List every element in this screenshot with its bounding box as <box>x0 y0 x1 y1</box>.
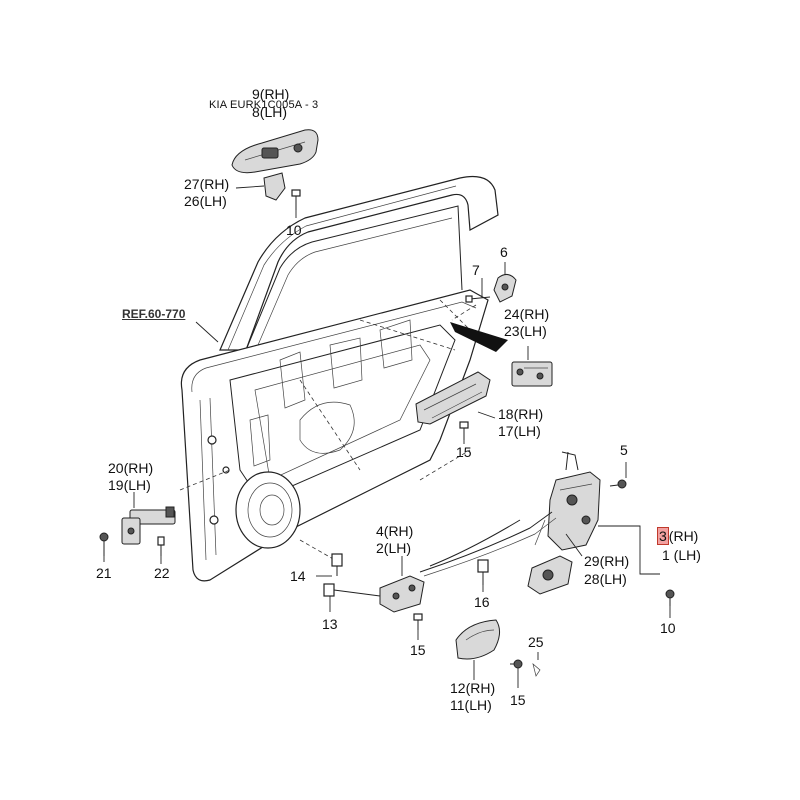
callout-7: 7 <box>472 262 480 278</box>
inside-door-handle <box>455 619 500 660</box>
outside-door-handle <box>231 129 319 174</box>
callout-14: 14 <box>290 568 306 584</box>
callout-5: 5 <box>620 442 628 458</box>
callout-26-lh: 26(LH) <box>184 193 227 209</box>
callout-3-side: (RH) <box>668 528 699 544</box>
rear-door-panel <box>179 175 499 582</box>
callout-27-rh: 27(RH) <box>184 176 230 192</box>
callout-1-lh: 1 (LH) <box>662 547 701 563</box>
callout-23-lh: 23(LH) <box>504 323 547 339</box>
reference-label: REF.60-770 <box>122 307 186 321</box>
door-striker-parts <box>451 274 517 321</box>
callout-20-rh: 20(RH) <box>108 460 154 476</box>
door-lock-actuator <box>527 555 573 595</box>
callout-8-lh: 8(LH) <box>252 104 288 120</box>
callout-18-rh: 18(RH) <box>498 406 544 422</box>
callout-3-highlight: 3 <box>657 527 669 545</box>
callout-15-c: 15 <box>510 692 526 708</box>
bolt-5 <box>609 479 627 489</box>
callout-10-bottom: 10 <box>660 620 676 636</box>
handle-cover <box>263 172 286 201</box>
callout-21: 21 <box>96 565 112 581</box>
lock-bracket <box>415 371 491 425</box>
callout-9-rh: 9(RH) <box>252 86 290 102</box>
inside-handle-bracket <box>379 575 425 613</box>
leader-lines <box>103 185 671 688</box>
lock-rod-cable-2 <box>429 519 521 567</box>
callout-11-lh: 11(LH) <box>450 697 492 713</box>
callout-19-lh: 19(LH) <box>108 477 151 493</box>
callout-3-rh: 3(RH) <box>657 527 699 545</box>
callout-12-rh: 12(RH) <box>450 680 496 696</box>
clip-16 <box>477 559 489 585</box>
callout-15-b: 15 <box>410 642 426 658</box>
clip-14 <box>331 553 343 576</box>
callout-24-rh: 24(RH) <box>504 306 550 322</box>
door-latch-assembly <box>534 451 601 551</box>
sealing-wedge <box>450 322 508 352</box>
door-checker <box>121 506 176 545</box>
bolt-22 <box>157 536 165 556</box>
lock-module-plate <box>511 361 553 387</box>
callout-4-rh: 4(RH) <box>376 523 414 539</box>
bolt-10-top <box>291 189 301 210</box>
bolt-15-handle <box>413 613 423 630</box>
lock-rod-cable <box>419 511 553 573</box>
callout-28-lh: 28(LH) <box>584 571 627 587</box>
diagram-id: KIA EURK1C005A - 3 <box>209 99 319 111</box>
callout-15-a: 15 <box>456 444 472 460</box>
bolt-15-inside-handle <box>510 659 523 669</box>
clip-13 <box>323 583 381 597</box>
bolt-10-bottom <box>665 589 675 606</box>
bolt-15-bracket <box>459 421 469 440</box>
callout-17-lh: 17(LH) <box>498 423 541 439</box>
callout-2-lh: 2(LH) <box>376 540 412 556</box>
callout-13: 13 <box>322 616 338 632</box>
callout-25: 25 <box>528 634 544 650</box>
callout-6: 6 <box>500 244 508 260</box>
cap-25 <box>532 663 541 677</box>
bolt-21 <box>99 532 109 556</box>
callout-16: 16 <box>474 594 490 610</box>
callout-29-rh: 29(RH) <box>584 553 630 569</box>
callout-22: 22 <box>154 565 170 581</box>
callout-10-top: 10 <box>286 222 302 238</box>
